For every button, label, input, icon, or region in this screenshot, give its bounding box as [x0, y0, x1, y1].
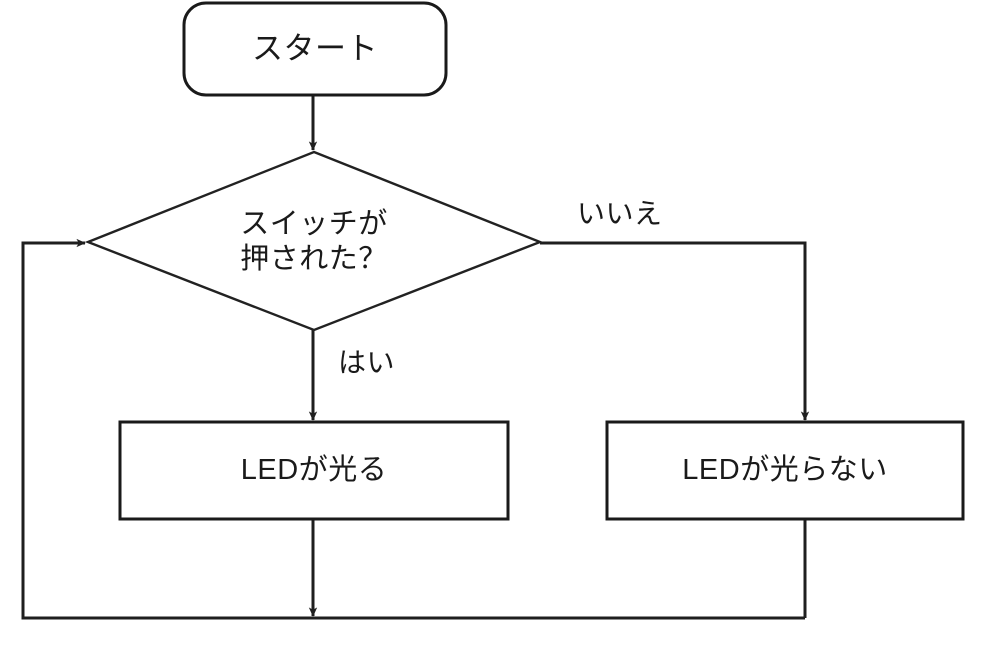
node-start	[182, 1, 448, 97]
node-decision	[84, 150, 544, 332]
edge-decision-no	[540, 241, 810, 421]
node-led-off	[605, 420, 965, 521]
node-led-on	[118, 420, 510, 521]
edge-merge-loop-back	[21, 238, 805, 620]
